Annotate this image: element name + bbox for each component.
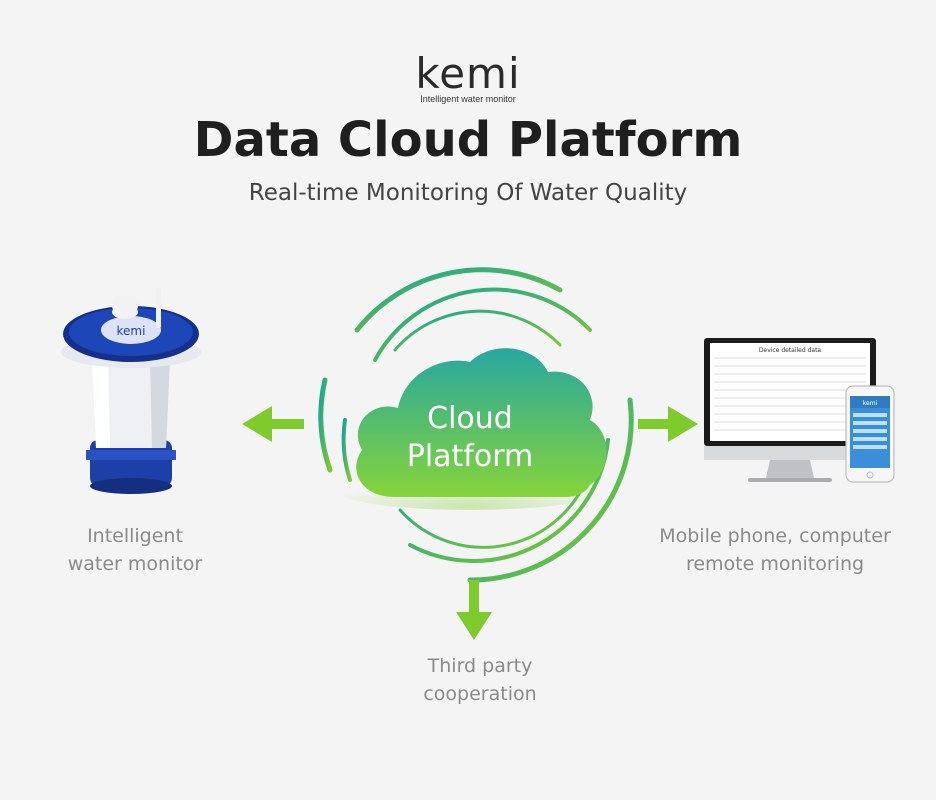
device-brand-label: kemi — [117, 324, 146, 338]
caption-bottom-line2: cooperation — [423, 683, 537, 705]
caption-third-party: Third party cooperation — [380, 652, 580, 708]
arrow-right — [638, 406, 698, 442]
caption-left-line2: water monitor — [67, 553, 203, 575]
phone-device: kemi — [845, 385, 895, 483]
ring-outer-arc-1 — [354, 267, 563, 333]
brand-logo: kemi Intelligent water monitor — [0, 49, 936, 105]
caption-water-monitor: Intelligent water monitor — [40, 522, 230, 578]
ring-inner-arc-2 — [393, 309, 562, 352]
caption-remote-monitoring: Mobile phone, computer remote monitoring — [640, 522, 910, 578]
cloud-shape — [356, 348, 607, 497]
ring-outer-arc-3 — [318, 377, 333, 473]
ring-mid-arc-1 — [373, 287, 592, 362]
cloud-label-line2: Platform — [407, 439, 534, 474]
phone-brand-label: kemi — [863, 400, 878, 407]
arrow-left — [242, 406, 304, 442]
caption-right-line2: remote monitoring — [685, 553, 865, 575]
brand-tagline: Intelligent water monitor — [420, 94, 516, 104]
page-subtitle: Real-time Monitoring Of Water Quality — [248, 180, 688, 206]
arrow-down — [456, 580, 492, 640]
brand-name: kemi — [415, 49, 521, 98]
water-monitor-device: kemi — [61, 288, 201, 494]
caption-bottom-line1: Third party — [427, 655, 533, 677]
monitor-device: Device detailed data — [704, 338, 876, 482]
ring-outer-arc-2 — [467, 397, 634, 583]
page-title: Data Cloud Platform — [193, 112, 743, 168]
cloud-label-line1: Cloud — [427, 401, 513, 436]
caption-left-line1: Intelligent — [87, 525, 183, 547]
ring-mid-arc-3 — [341, 418, 352, 482]
screen-title: Device detailed data — [759, 347, 822, 354]
caption-right-line1: Mobile phone, computer — [659, 525, 891, 547]
cloud-rings — [318, 267, 634, 583]
ring-mid-arc-2 — [408, 438, 610, 563]
